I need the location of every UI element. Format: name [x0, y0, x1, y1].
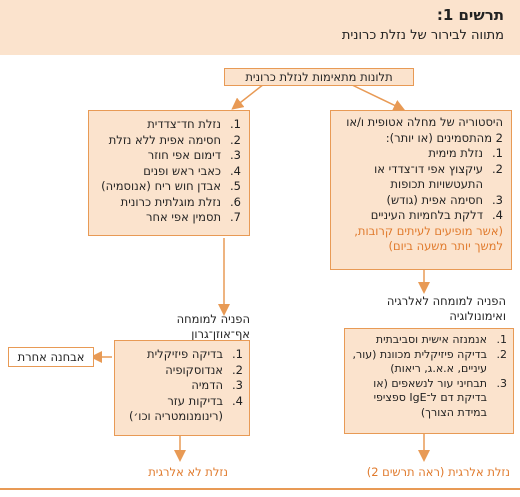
left-box: 1.נזלת חד־צדדית 2.חסימה אפית ללא נזלת 3.…: [88, 110, 250, 236]
list-item: 2.בדיקה פיזיקלית מכוונת (עור, עיניים, א.…: [352, 347, 507, 376]
list-item: 3.חסימה אפית (גודש): [386, 192, 503, 207]
other-diagnosis-box: אבחנה אחרת: [8, 347, 94, 367]
list-item: 1.אנמנזה אישית וסביבתית: [375, 333, 507, 346]
bottom-rule: [0, 488, 520, 490]
list-item: 1.נזלת מימית: [428, 146, 503, 160]
outcome-nonallergic: נזלת לא אלרגית: [148, 465, 228, 479]
top-box-text: תלונות מתאימות לנזלת כרונית: [245, 70, 393, 84]
figure-title: תרשים 1:: [436, 6, 504, 24]
right-box: היסטוריה של מחלה אטופית ו/או 2 מהתסמינים…: [330, 110, 512, 270]
right-box-note: (אשר מופיעים לעיתים קרובות, למשך יותר מש…: [354, 223, 503, 254]
arrow-top-to-right: [349, 83, 406, 111]
arrow-top-to-left: [231, 83, 265, 110]
list-item: 1.נזלת חד־צדדית: [147, 117, 241, 131]
list-item: 7.תסמין אפי אחר: [146, 210, 241, 224]
list-item: 2.עיקצוץ אפי דו־צדדי או התעטשויות תכופות: [374, 161, 503, 192]
figure-header: תרשים 1: מתווה לבירור של נזלת כרונית: [0, 0, 520, 55]
outcome-allergic: נזלת אלרגית (ראה תרשים 2): [366, 465, 510, 479]
right-box-intro: היסטוריה של מחלה אטופית ו/או 2 מהתסמינים…: [346, 115, 503, 145]
top-box: תלונות מתאימות לנזלת כרונית: [224, 68, 414, 86]
left-bottom-box: 1.בדיקה פיזיקלית 2.אנדוסקופיה 3.הדמיה 4.…: [114, 340, 250, 436]
right-bottom-box: 1.אנמנזה אישית וסביבתית 2.בדיקה פיזיקלית…: [344, 328, 514, 434]
right-bottom-list: 1.אנמנזה אישית וסביבתית 2.בדיקה פיזיקלית…: [349, 333, 507, 420]
list-item: 4.כאבי ראש ופנים: [143, 163, 241, 178]
list-item: 3.תבחיני עור לנשאפים (או בדיקת דם ל־IgE …: [373, 376, 507, 419]
list-item: 1.בדיקה פיזיקלית: [147, 347, 243, 361]
list-item: 2.אנדוסקופיה: [165, 362, 243, 377]
left-box-list: 1.נזלת חד־צדדית 2.חסימה אפית ללא נזלת 3.…: [95, 117, 241, 226]
list-item: 4.בדיקות עזר (רינומנומטריה וכו׳): [129, 393, 243, 424]
left-bottom-list: 1.בדיקה פיזיקלית 2.אנדוסקופיה 3.הדמיה 4.…: [119, 347, 243, 425]
list-item: 5.אבדן חוש ריח (אנוסמיה): [101, 179, 241, 193]
other-diagnosis-text: אבחנה אחרת: [17, 350, 85, 364]
referral-ent-label: הפניה למומחה אף־אוזן־גרון: [176, 312, 250, 341]
right-box-list: 1.נזלת מימית 2.עיקצוץ אפי דו־צדדי או התע…: [337, 146, 503, 224]
list-item: 3.הדמיה: [191, 378, 243, 392]
list-item: 6.נזלת מוגלתית כרונית: [120, 194, 241, 209]
list-item: 3.דימום אפי חוזר: [147, 148, 241, 162]
list-item: 4.דלקת בלחמיות העיניים: [370, 208, 503, 222]
figure-subtitle: מתווה לבירור של נזלת כרונית: [341, 28, 504, 43]
list-item: 2.חסימה אפית ללא נזלת: [108, 132, 241, 147]
referral-allergy-label: הפניה למומחה לאלרגיה ואימונולוגיה: [386, 294, 506, 323]
